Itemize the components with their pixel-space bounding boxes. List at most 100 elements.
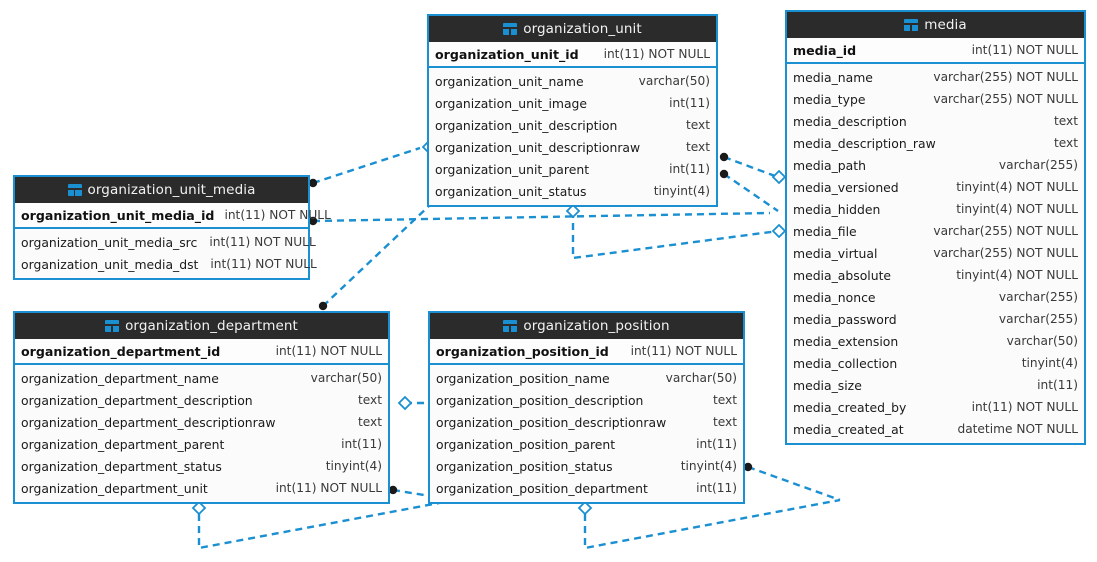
table-header-organization_unit_media[interactable]: organization_unit_media [15,177,308,203]
table-icon [105,320,120,332]
column-type: text [712,415,737,429]
column-name: media_size [793,377,862,393]
endpoint-dot [719,169,729,179]
column-name: media_absolute [793,267,892,283]
column-row[interactable]: organization_position_descriptionraw text [430,411,743,433]
column-name: media_collection [793,355,898,371]
primary-key-row[interactable]: media_id int(11) NOT NULL [787,38,1084,64]
column-type: int(11) [696,437,737,451]
column-name: organization_unit_media_id [21,207,215,223]
column-name: media_password [793,311,897,327]
column-name: organization_department_status [21,458,222,474]
column-type: int(11) [669,96,710,110]
table-header-organization_unit[interactable]: organization_unit [429,16,716,42]
column-name: organization_unit_image [435,95,588,111]
endpoint-diamond [397,395,413,411]
edge-position-self-parent [583,498,841,550]
column-type: varchar(255) [998,158,1078,172]
column-type: varchar(255) NOT NULL [933,224,1078,238]
column-row[interactable]: media_file varchar(255) NOT NULL [787,220,1084,242]
column-name: organization_unit_descriptionraw [435,139,641,155]
column-row[interactable]: organization_unit_status tinyint(4) [429,180,716,202]
column-name: organization_department_id [21,343,221,359]
column-name: organization_position_department [436,480,648,496]
column-row[interactable]: media_absolute tinyint(4) NOT NULL [787,264,1084,286]
table-title: media [924,17,967,33]
endpoint-dot [318,301,328,311]
column-name: organization_position_descriptionraw [436,414,667,430]
endpoint-diamond [771,223,787,239]
column-row[interactable]: media_description text [787,110,1084,132]
column-type: varchar(50) [638,74,710,88]
column-type: int(11) NOT NULL [971,43,1078,57]
edge-unit-row-to-media [723,173,779,212]
column-name: organization_position_description [436,392,644,408]
edge-dept-to-unit [322,204,431,307]
column-name: organization_unit_status [435,183,587,199]
column-type: varchar(255) NOT NULL [933,92,1078,106]
column-type: varchar(50) [310,371,382,385]
column-type: varchar(255) NOT NULL [933,246,1078,260]
column-row[interactable]: organization_unit_image int(11) [429,92,716,114]
column-name: media_description [793,113,907,129]
column-type: tinyint(4) NOT NULL [956,268,1078,282]
table-header-media[interactable]: media [787,12,1084,38]
column-name: media_versioned [793,179,899,195]
table-header-organization_position[interactable]: organization_position [430,313,743,339]
table-header-organization_department[interactable]: organization_department [15,313,388,339]
column-type: text [357,415,382,429]
table-icon [904,19,919,31]
column-type: text [1053,114,1078,128]
column-type: tinyint(4) [653,184,710,198]
column-type: text [685,118,710,132]
column-name: media_file [793,223,857,239]
column-name: media_id [793,42,857,58]
primary-key-row[interactable]: organization_unit_media_id int(11) NOT NU… [15,203,331,229]
column-type: varchar(50) [1006,334,1078,348]
column-type: int(11) NOT NULL [224,208,331,222]
